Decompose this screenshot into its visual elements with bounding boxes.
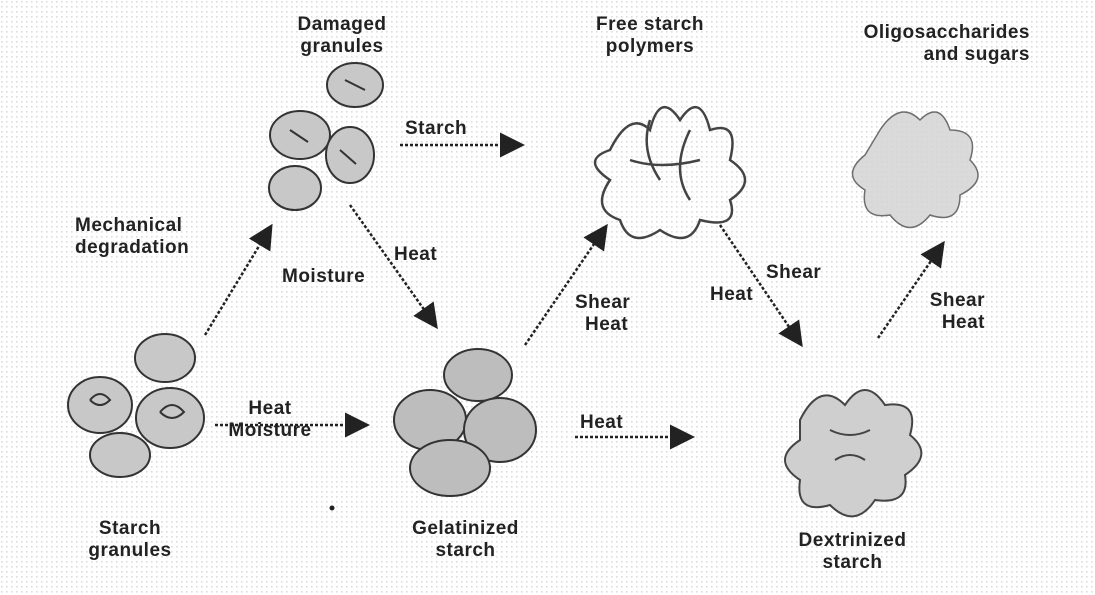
center-shear: Shear: [575, 292, 630, 314]
gelatinized-starch-line2: starch: [393, 540, 538, 562]
bottom-heat: Heat: [580, 412, 623, 434]
upper-moisture: Moisture: [282, 266, 437, 288]
oligosaccharides-line1: Oligosaccharides: [805, 22, 1030, 44]
mechanical-line2: degradation: [75, 237, 189, 259]
damaged-granules-line1: Damaged: [282, 14, 402, 36]
edge-label-mechanical-degradation: Mechanical degradation: [75, 215, 189, 259]
dextrinized-starch-line1: Dextrinized: [780, 530, 925, 552]
center-heat: Heat: [575, 314, 630, 336]
lower-moisture: Moisture: [210, 420, 330, 442]
edge-label-starch: Starch: [405, 118, 467, 140]
starch-granules-line1: Starch: [70, 518, 190, 540]
node-label-damaged-granules: Damaged granules: [282, 14, 402, 58]
oligosaccharides-line2: and sugars: [805, 44, 1030, 66]
damaged-granules-line2: granules: [282, 36, 402, 58]
edge-label-shear-heat-far-right: Shear Heat: [905, 290, 985, 334]
lower-heat: Heat: [210, 398, 330, 420]
edge-label-heat-moisture-upper: Heat Moisture: [282, 244, 437, 288]
right-heat: Heat: [710, 284, 821, 306]
free-polymers-line2: polymers: [570, 36, 730, 58]
edge-label-shear-heat-center: Shear Heat: [575, 292, 630, 336]
upper-heat: Heat: [282, 244, 437, 266]
free-polymers-line1: Free starch: [570, 14, 730, 36]
right-shear: Shear: [710, 262, 821, 284]
node-label-gelatinized-starch: Gelatinized starch: [393, 518, 538, 562]
edge-label-heat-bottom: Heat: [580, 412, 623, 434]
node-label-oligosaccharides: Oligosaccharides and sugars: [805, 22, 1030, 66]
edge-label-heat-shear-right: Shear Heat: [710, 262, 821, 306]
starch-granules-line2: granules: [70, 540, 190, 562]
far-right-shear: Shear: [905, 290, 985, 312]
node-label-starch-granules: Starch granules: [70, 518, 190, 562]
gelatinized-starch-line1: Gelatinized: [393, 518, 538, 540]
dextrinized-starch-line2: starch: [780, 552, 925, 574]
node-label-dextrinized-starch: Dextrinized starch: [780, 530, 925, 574]
starch-edge-line1: Starch: [405, 118, 467, 140]
edge-label-heat-moisture-lower: Heat Moisture: [210, 398, 330, 442]
mechanical-line1: Mechanical: [75, 215, 189, 237]
far-right-heat: Heat: [905, 312, 985, 334]
node-label-free-starch-polymers: Free starch polymers: [570, 14, 730, 58]
